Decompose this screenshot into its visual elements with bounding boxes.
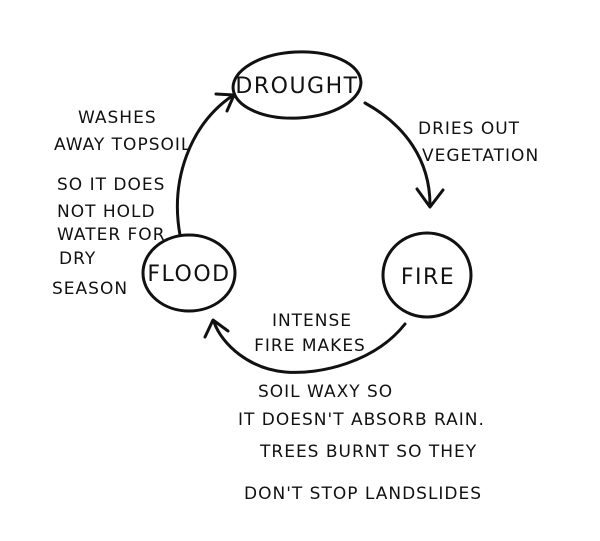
arrow-drought-to-fire [363,101,445,209]
arrow-drought-to-fire-head [415,187,445,209]
edge-label-line: IT DOESN'T ABSORB RAIN. [238,410,485,430]
node-fire-label: FIRE [401,265,455,290]
edge-label-fire-to-flood: INTENSE FIRE MAKES SOIL WAXY SO IT DOESN… [238,311,485,504]
arrow-drought-to-fire-curve [363,101,432,207]
edge-label-line: VEGETATION [422,146,539,166]
arrow-flood-to-drought-curve [175,94,234,237]
edge-label-line: NOT HOLD [57,202,156,222]
edge-label-flood-to-drought: WASHES AWAY TOPSOIL SO IT DOES NOT HOLD … [52,108,191,299]
edge-label-line: DRY [59,249,96,269]
node-fire: FIRE [381,231,473,319]
edge-label-line: FIRE MAKES [254,336,366,356]
node-drought-label: DROUGHT [235,74,358,99]
edge-label-line: SO IT DOES [57,175,165,195]
arrow-fire-to-flood [203,318,407,374]
arrow-fire-to-flood-curve [212,320,407,374]
node-fire-circle [381,231,473,319]
node-flood-circle [141,233,237,313]
edge-label-line: TREES BURNT SO THEY [259,442,477,462]
arrow-flood-to-drought-head [214,92,236,113]
arrow-flood-to-drought [175,92,236,237]
arrow-fire-to-flood-head [203,318,230,339]
edge-label-line: WASHES [78,108,157,128]
edge-label-line: WATER FOR [57,225,166,245]
node-flood-label: FLOOD [147,262,230,287]
node-drought-circle [231,50,363,120]
edge-label-drought-to-fire: DRIES OUT VEGETATION [418,119,539,166]
edge-label-line: AWAY TOPSOIL [54,135,191,155]
node-flood: FLOOD [141,233,237,313]
edge-label-line: INTENSE [272,311,352,331]
edge-label-line: SOIL WAXY SO [258,382,393,402]
edge-label-line: SEASON [52,279,128,299]
edge-label-line: DRIES OUT [418,119,520,139]
node-drought: DROUGHT [231,50,363,120]
edge-label-line: DON'T STOP LANDSLIDES [244,484,482,504]
